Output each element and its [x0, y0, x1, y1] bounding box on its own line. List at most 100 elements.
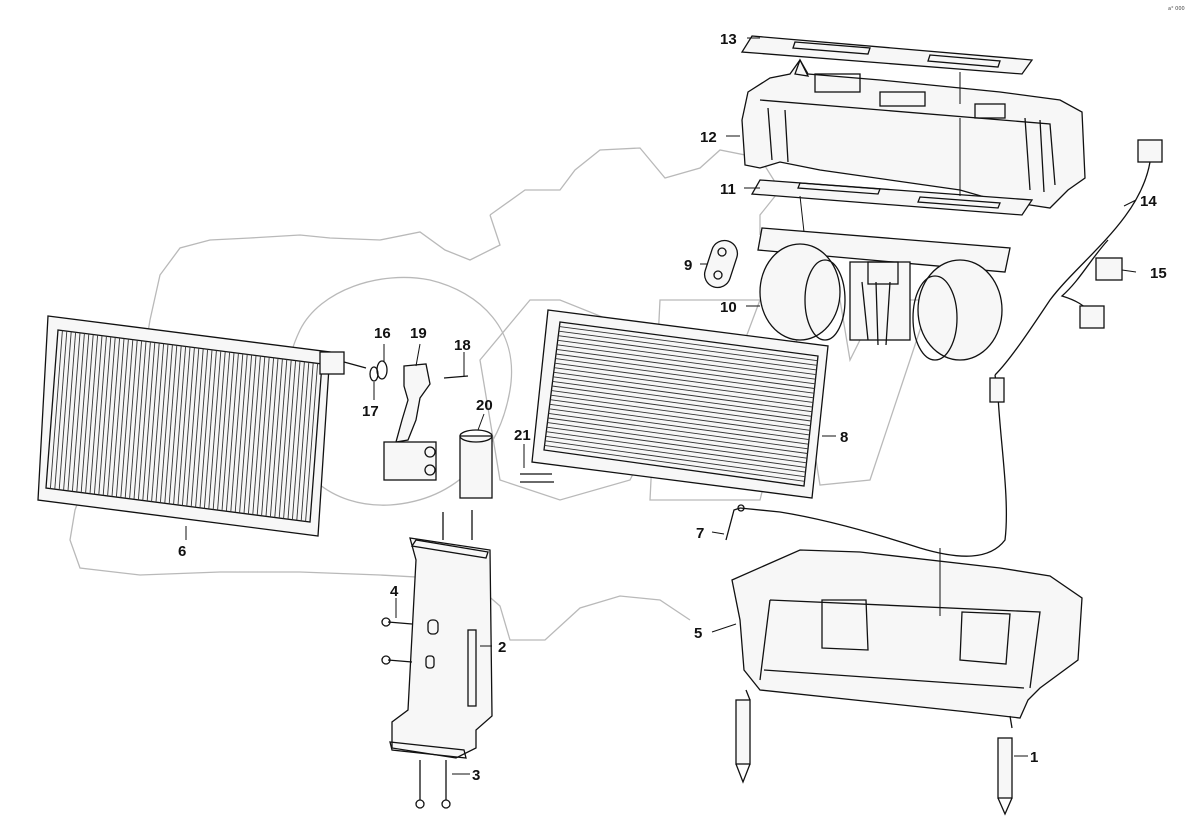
part-8-fin: [549, 408, 809, 445]
part-3-screw-head-a: [415, 799, 425, 809]
part-10-blower-assembly: [757, 227, 1011, 361]
callout-6: 6: [178, 543, 186, 560]
part-5-shape: [731, 549, 1083, 719]
part-3-screws: [415, 510, 473, 809]
part-2-slot-b: [425, 655, 435, 669]
part-6-fin: [300, 362, 314, 521]
part-5-inner-rim: [759, 599, 1041, 689]
part-8-fin: [557, 344, 816, 380]
part-1-tip-right: [997, 797, 1013, 816]
part-2-bracket: [389, 537, 493, 759]
callout-12: 12: [700, 129, 717, 146]
part-12-inner-rim: [759, 99, 1056, 186]
part-4-screws: [381, 617, 413, 665]
part-12-vent-block: [879, 91, 926, 107]
part-2-slot-a: [427, 619, 439, 635]
part-8-fin: [548, 412, 809, 450]
part-19-port-a: [424, 446, 436, 458]
part-5-divider-left: [821, 599, 869, 651]
part-11-slot-left: [797, 182, 881, 195]
part-6-fin: [181, 347, 195, 506]
part-6-fin: [212, 351, 226, 510]
part-4-screw-head-b: [381, 655, 391, 665]
part-13-top-gasket: [740, 35, 1034, 75]
part-6-fin: [168, 345, 182, 504]
part-6-fin: [85, 335, 99, 494]
part-6-fin: [208, 350, 222, 510]
part-8-fin: [550, 394, 811, 431]
part-9-hole-top: [717, 247, 727, 257]
part-6-fin: [133, 341, 147, 500]
part-10-fan-right-inner: [912, 275, 958, 361]
leader-15: [1121, 269, 1137, 273]
callout-2: 2: [498, 639, 506, 656]
part-7-tip: [737, 504, 745, 512]
part-10-fan-right: [917, 259, 1003, 361]
part-6-fin: [239, 354, 253, 513]
part-6-fin: [71, 333, 85, 492]
part-6-fin: [159, 344, 173, 503]
part-13-slot-left: [792, 41, 871, 55]
part-15-relay-lower: [1079, 305, 1105, 329]
part-6-fin: [142, 342, 156, 501]
callout-1: 1: [1030, 749, 1038, 766]
part-5-divider-right: [959, 611, 1011, 665]
callout-16: 16: [374, 325, 391, 342]
part-9-hole-bottom: [713, 270, 723, 280]
leader-14: [1123, 199, 1137, 207]
part-6-fin: [67, 332, 81, 491]
part-8-fin: [555, 353, 815, 389]
callout-18: 18: [454, 337, 471, 354]
part-6-fin: [186, 348, 200, 507]
part-8-fin: [558, 330, 818, 366]
part-8-fin: [549, 403, 810, 441]
part-6-fin: [269, 358, 283, 517]
part-6-fin: [265, 358, 279, 517]
part-6-fin: [54, 331, 68, 490]
part-6-fin: [203, 350, 217, 509]
callout-5: 5: [694, 625, 702, 642]
part-6-fin: [247, 356, 261, 515]
part-14-plug-top: [1137, 139, 1163, 163]
part-20-expansion-valve: [459, 435, 493, 499]
part-9-gasket: [703, 239, 739, 289]
part-2-rib: [467, 629, 477, 707]
part-9-shape: [703, 239, 739, 289]
part-5-floor-grid: [763, 669, 1025, 689]
part-12-rib-left: [767, 107, 789, 163]
part-1-tip-left: [735, 763, 751, 784]
part-6-fin: [225, 353, 239, 512]
callout-20: 20: [476, 397, 493, 414]
part-6-fin: [137, 341, 151, 500]
callout-10: 10: [720, 299, 737, 316]
part-6-fin: [296, 362, 310, 521]
part-6-fin: [173, 346, 187, 505]
part-6-fin: [124, 340, 138, 499]
part-8-fin: [551, 390, 811, 427]
part-10-fan-left-inner: [804, 259, 846, 341]
part-10-top-frame: [757, 227, 1011, 273]
callout-8: 8: [840, 429, 848, 446]
part-6-fin: [58, 331, 72, 490]
part-8-fin: [558, 335, 817, 371]
part-14-wire-harness: [739, 139, 1163, 557]
part-6-fin: [155, 344, 169, 503]
part-15-relays: [1079, 257, 1123, 329]
part-21-screws: [520, 473, 554, 483]
part-8-fin: [547, 422, 808, 459]
part-3-screw-head-b: [441, 799, 451, 809]
part-6-fin: [102, 337, 116, 496]
part-8-fin: [557, 339, 817, 376]
part-17-o-ring: [369, 366, 379, 382]
part-6-fin: [76, 333, 90, 493]
part-3-upper-screws: [442, 510, 473, 540]
part-8-fin: [556, 348, 816, 385]
part-14-lower-cable: [739, 374, 1007, 557]
part-8-fin: [553, 376, 813, 413]
part-6-fin: [217, 352, 231, 511]
callout-14: 14: [1140, 193, 1157, 210]
part-12-rib-right: [1024, 117, 1045, 193]
part-6-fin: [80, 334, 94, 493]
part-4-screw-head-a: [381, 617, 391, 627]
